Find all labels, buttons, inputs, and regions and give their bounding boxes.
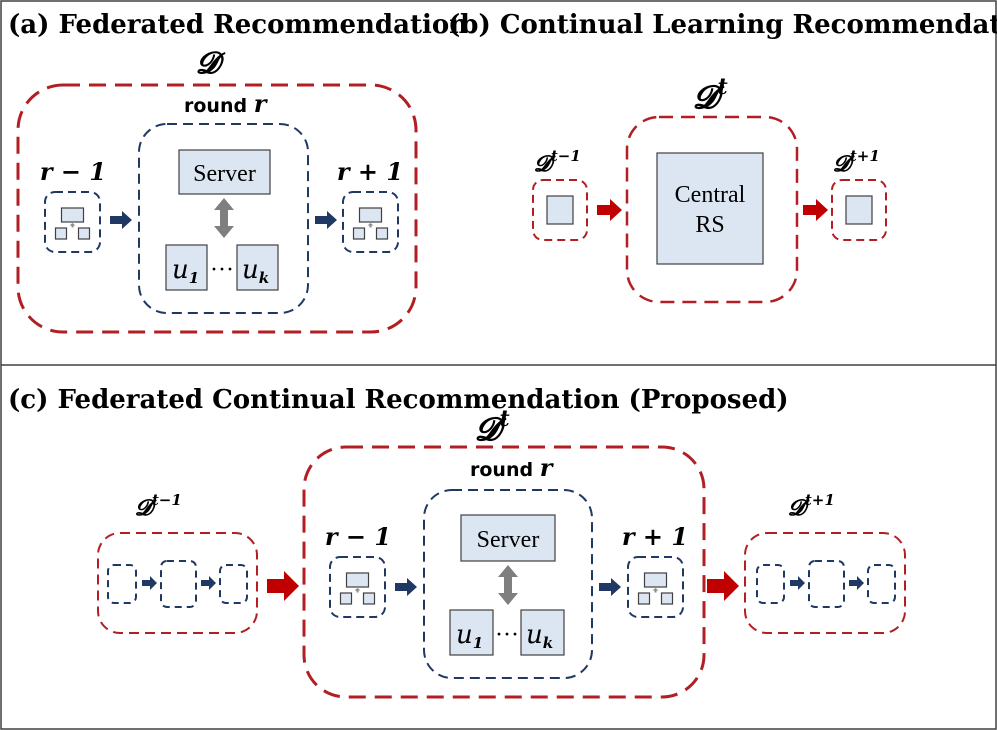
panel-b-next-dataset-label: 𝓓t+1 (833, 147, 880, 177)
panel-c-server-client-arrow-icon (498, 565, 518, 605)
panel-c: (c) Federated Continual Recommendation (… (8, 385, 906, 699)
panel-c-next-dataset-container (744, 532, 906, 634)
panel-a-prev-round-box (44, 191, 101, 253)
panel-a-dataset-container (16, 83, 418, 334)
panel-c-client-uk-box (520, 609, 565, 656)
panel-b-prev-dataset-label: 𝓓t−1 (534, 147, 581, 177)
panel-c-client-u1-label: u1 (456, 620, 483, 652)
panel-a-title: (a) Federated Recommendation (8, 10, 468, 40)
panel-b-prev-model-box (546, 195, 574, 225)
panel-a-arrow-into-round-icon (110, 211, 132, 229)
panel-c-prev-round-icon (339, 572, 376, 605)
panel-b-arrow-out-of-central-icon (803, 199, 828, 221)
panel-b-dataset-label: 𝓓t (693, 74, 728, 116)
panel-a-server-box (178, 149, 271, 195)
panel-a-round-container (138, 123, 309, 314)
panel-c-next-chain-arrow-1-icon (790, 576, 805, 590)
panel-a-client-u1-box (165, 244, 208, 291)
panel-a-prev-round-label: r − 1 (40, 157, 106, 186)
panel-c-prev-dataset-container (97, 532, 258, 634)
panel-b-next-dataset-box (831, 179, 887, 241)
panel-a-round-label: round r (184, 89, 269, 118)
panel-a-prev-round-icon (54, 207, 91, 240)
panel-c-next-round-box-1 (756, 564, 785, 604)
panel-c-next-round-box-3 (867, 564, 896, 604)
panel-c-ellipsis: ··· (495, 622, 519, 648)
panel-c-arrow-into-round-icon (395, 578, 417, 596)
panel-c-next-round-box (627, 556, 684, 618)
panel-c-round-container (423, 489, 593, 679)
panel-a-server-client-arrow-icon (214, 198, 234, 238)
panel-a-arrow-out-of-round-icon (315, 211, 337, 229)
panel-a-server-label: Server (193, 161, 256, 187)
panel-a-client-uk-box (236, 244, 279, 291)
panel-c-prev-chain-arrow-2-icon (201, 576, 216, 590)
panel-a-next-round-label: r + 1 (337, 157, 403, 186)
panel-c-title: (c) Federated Continual Recommendation (… (8, 385, 789, 415)
panel-c-client-uk-label: uk (526, 620, 553, 652)
panel-c-client-u1-box (449, 609, 494, 656)
panel-b-next-model-box (845, 195, 873, 225)
panel-b-central-rs-box (656, 152, 764, 265)
panel-a-client-uk-label: uk (242, 255, 269, 287)
panel-b-title: (b) Continual Learning Recommendation (448, 10, 997, 40)
panel-c-prev-round-box-2 (160, 560, 197, 608)
panel-a-next-round-icon (352, 207, 389, 240)
panel-c-next-dataset-label: 𝓓t+1 (788, 491, 835, 521)
panel-c-prev-round-box (329, 556, 386, 618)
panel-b-arrow-into-central-icon (597, 199, 622, 221)
panel-b-dataset-container (625, 115, 799, 304)
panel-c-round-label: round r (470, 453, 555, 482)
panel-a-dataset-label: 𝓓 (196, 46, 226, 81)
panel-c-next-round-label: r + 1 (622, 522, 688, 551)
panel-b-central-label-line1: Central (675, 182, 746, 208)
panel-c-arrow-into-task-icon (267, 571, 299, 601)
panel-c-prev-chain-arrow-1-icon (142, 576, 157, 590)
panel-c-prev-round-label: r − 1 (325, 522, 391, 551)
panel-b-central-label-line2: RS (695, 212, 724, 238)
panel-c-prev-round-box-3 (219, 564, 248, 604)
panel-c-dataset-container (302, 445, 706, 699)
panel-c-next-round-box-2 (808, 560, 845, 608)
panel-a: (a) Federated Recommendation 𝓓 round r S… (8, 10, 468, 334)
panel-c-next-chain-arrow-2-icon (849, 576, 864, 590)
panel-b-prev-dataset-box (532, 179, 588, 241)
panel-c-dataset-label: 𝓓t (475, 406, 510, 448)
panel-c-prev-round-box-1 (107, 564, 137, 604)
panel-c-server-box (460, 514, 556, 562)
panel-c-arrow-out-of-round-icon (599, 578, 621, 596)
panel-a-ellipsis: ··· (210, 257, 234, 283)
panel-c-next-round-icon (637, 572, 674, 605)
panel-a-next-round-box (342, 191, 399, 253)
panel-c-arrow-out-of-task-icon (707, 571, 739, 601)
panel-b: (b) Continual Learning Recommendation 𝓓t… (448, 10, 997, 304)
panel-c-prev-dataset-label: 𝓓t−1 (135, 491, 182, 521)
panel-a-client-u1-label: u1 (172, 255, 199, 287)
panel-c-server-label: Server (477, 527, 540, 553)
